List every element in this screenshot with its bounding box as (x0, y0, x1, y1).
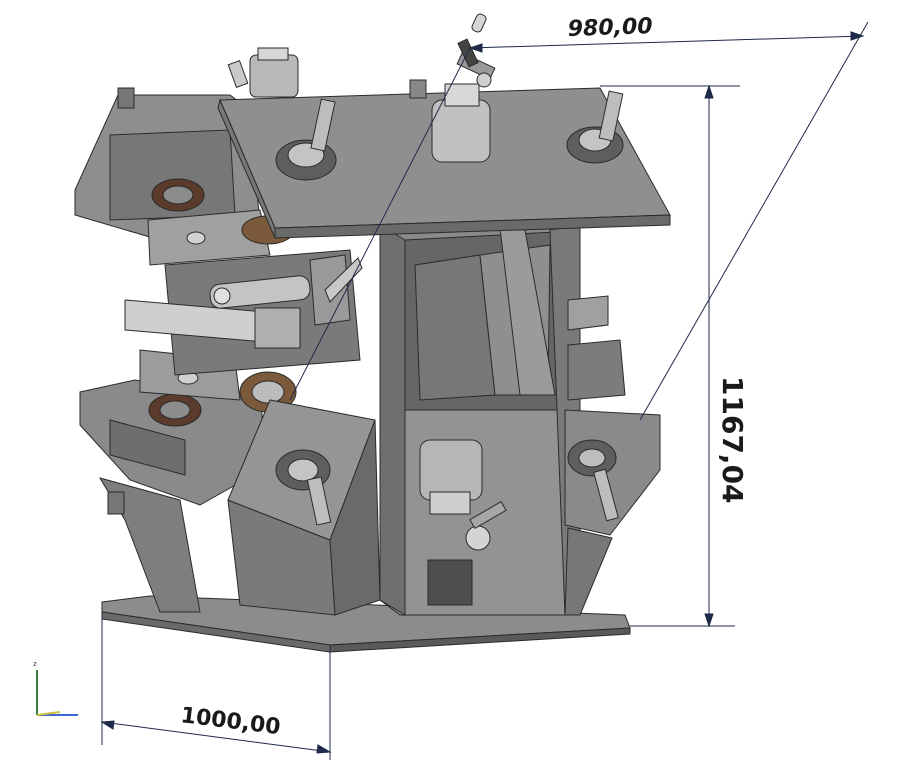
cylinder-assembly (124, 215, 363, 413)
dimension-height (600, 84, 740, 628)
upper-left-frame (74, 47, 299, 266)
dimension-base (100, 612, 332, 760)
top-plate (217, 13, 671, 239)
lower-left-frame (79, 349, 263, 613)
dimension-height-label: 1167,04 (716, 376, 749, 504)
dimension-top (289, 21, 869, 421)
central-frame (379, 224, 581, 616)
lower-front-housing (227, 399, 381, 616)
dimension-top-label: 980,00 (567, 14, 653, 42)
svg-text:z: z (33, 660, 37, 668)
right-frame (564, 295, 661, 616)
base-plate (101, 595, 631, 653)
axis-triad-icon: z (33, 660, 78, 716)
